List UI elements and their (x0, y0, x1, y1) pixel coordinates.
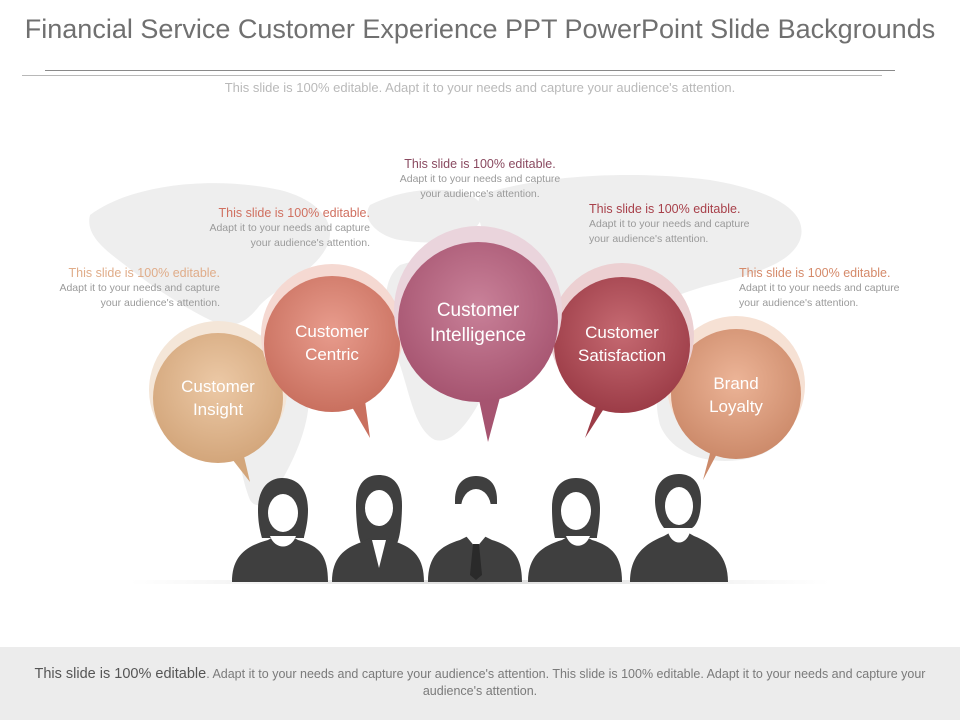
bubble-customer-satisfaction (550, 263, 694, 438)
footer-text: This slide is 100% editable. Adapt it to… (10, 666, 950, 700)
callout-body-line: Adapt it to your needs and capture (589, 218, 750, 230)
people-silhouettes (232, 474, 728, 582)
bubble-label-line: Brand (713, 374, 759, 393)
bubble-label-line: Satisfaction (578, 346, 666, 365)
bubble-label-line: Loyalty (709, 397, 763, 416)
callout-heading: This slide is 100% editable. (739, 266, 891, 280)
bubble-brand-loyalty (667, 316, 805, 480)
slide-subtitle: This slide is 100% editable. Adapt it to… (224, 80, 736, 95)
bubble-label-line: Customer (585, 323, 659, 342)
callout-body-line: your audience's attention. (589, 233, 709, 245)
label-customer-insight: Customer Insight (153, 375, 283, 421)
slide-title: Financial Service Customer Experience PP… (24, 14, 936, 44)
footer-band (0, 647, 960, 720)
bubble-customer-centric (261, 264, 403, 438)
callout-heading: This slide is 100% editable. (218, 206, 370, 220)
callout-customer-centric: This slide is 100% editable. Adapt it to… (150, 206, 370, 251)
callout-body-line: your audience's attention. (420, 188, 540, 200)
bubble-label-line: Intelligence (429, 325, 527, 346)
callout-heading: This slide is 100% editable. (68, 266, 220, 280)
bubble-label-line: Centric (305, 345, 359, 364)
bubble-label-line: Customer (295, 322, 369, 341)
callout-customer-intelligence: This slide is 100% editable. Adapt it to… (370, 157, 590, 202)
callout-body-line: your audience's attention. (100, 297, 220, 309)
woman-icon (630, 474, 728, 582)
woman-icon (332, 475, 424, 582)
callout-body-line: Adapt it to your needs and capture (209, 222, 370, 234)
callout-body-line: Adapt it to your needs and capture (59, 282, 220, 294)
callout-customer-insight: This slide is 100% editable. Adapt it to… (20, 266, 220, 311)
callout-heading: This slide is 100% editable. (589, 202, 741, 216)
label-customer-intelligence: Customer Intelligence (398, 298, 558, 348)
woman-icon (528, 478, 622, 582)
speech-bubbles (149, 226, 805, 482)
label-customer-satisfaction: Customer Satisfaction (554, 321, 690, 367)
callout-brand-loyalty: This slide is 100% editable. Adapt it to… (739, 266, 949, 311)
callout-body-line: your audience's attention. (739, 297, 859, 309)
bubble-customer-intelligence (394, 226, 562, 442)
bubble-customer-insight (149, 321, 287, 482)
title-divider-secondary (22, 75, 882, 76)
label-brand-loyalty: Brand Loyalty (671, 372, 801, 418)
footer-rest: . Adapt it to your needs and capture you… (206, 667, 926, 698)
footer-lead: This slide is 100% editable (34, 666, 207, 682)
callout-body-line: your audience's attention. (250, 237, 370, 249)
bubble-label-line: Insight (192, 400, 244, 419)
bubble-label-line: Customer (436, 300, 520, 321)
callout-heading: This slide is 100% editable. (404, 157, 556, 171)
label-customer-centric: Customer Centric (264, 320, 400, 366)
man-icon (428, 476, 522, 582)
title-divider (45, 70, 895, 71)
callout-customer-satisfaction: This slide is 100% editable. Adapt it to… (589, 202, 809, 247)
callout-body-line: Adapt it to your needs and capture (739, 282, 900, 294)
bubble-label-line: Customer (181, 377, 255, 396)
woman-icon (232, 478, 328, 582)
callout-body-line: Adapt it to your needs and capture (399, 173, 561, 185)
